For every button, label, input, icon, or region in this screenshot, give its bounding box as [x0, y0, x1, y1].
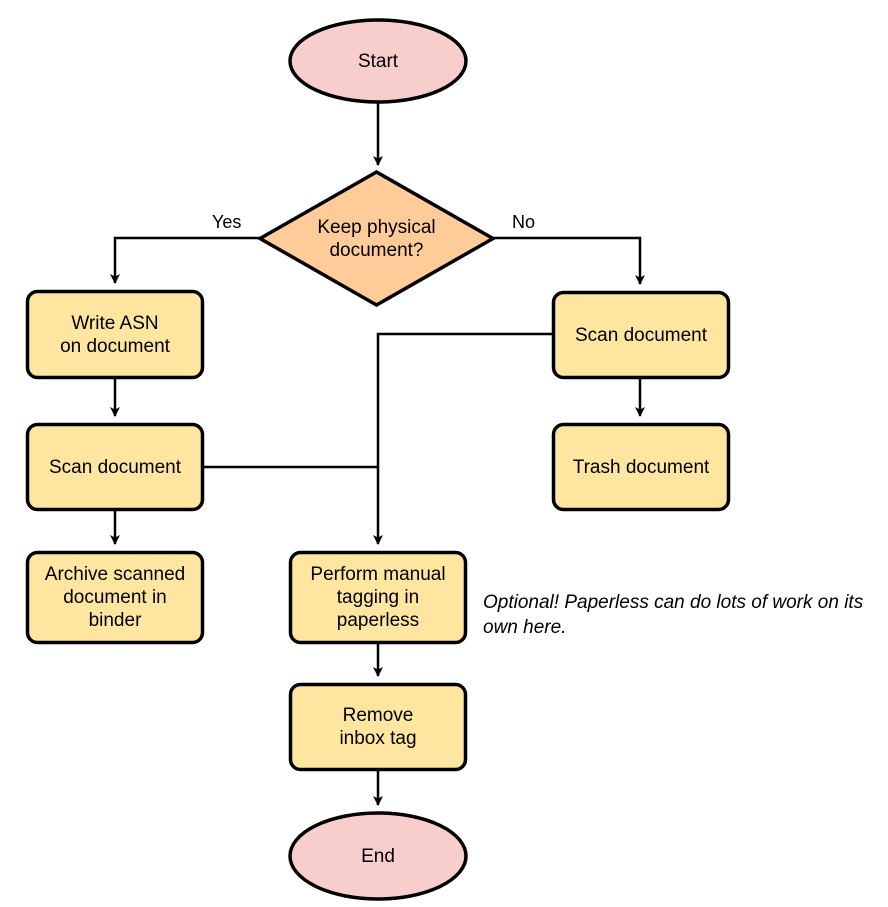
node-start[interactable]	[288, 18, 468, 104]
node-decision-keep-physical-document[interactable]	[256, 169, 497, 308]
node-end[interactable]	[288, 811, 468, 901]
node-remove-inbox-tag[interactable]	[288, 682, 468, 772]
optional-note: Optional! Paperless can do lots of work …	[483, 592, 864, 638]
node-trash-document[interactable]	[551, 422, 731, 512]
node-perform-manual-tagging-in-paperless[interactable]	[288, 550, 468, 645]
node-scan-document-right[interactable]	[551, 290, 731, 380]
edge-decision-no-to-scan-document-right	[493, 236, 645, 285]
edge-label-no: No	[510, 212, 538, 233]
node-scan-document-left[interactable]	[25, 422, 205, 512]
edge-scan-document-right-to-manual-tagging	[373, 332, 552, 545]
edge-label-yes: Yes	[210, 212, 244, 233]
node-archive-scanned-document-in-binder[interactable]	[25, 550, 205, 645]
node-write-asn-on-document[interactable]	[25, 289, 205, 380]
edge-decision-yes-to-write-asn	[110, 236, 260, 284]
